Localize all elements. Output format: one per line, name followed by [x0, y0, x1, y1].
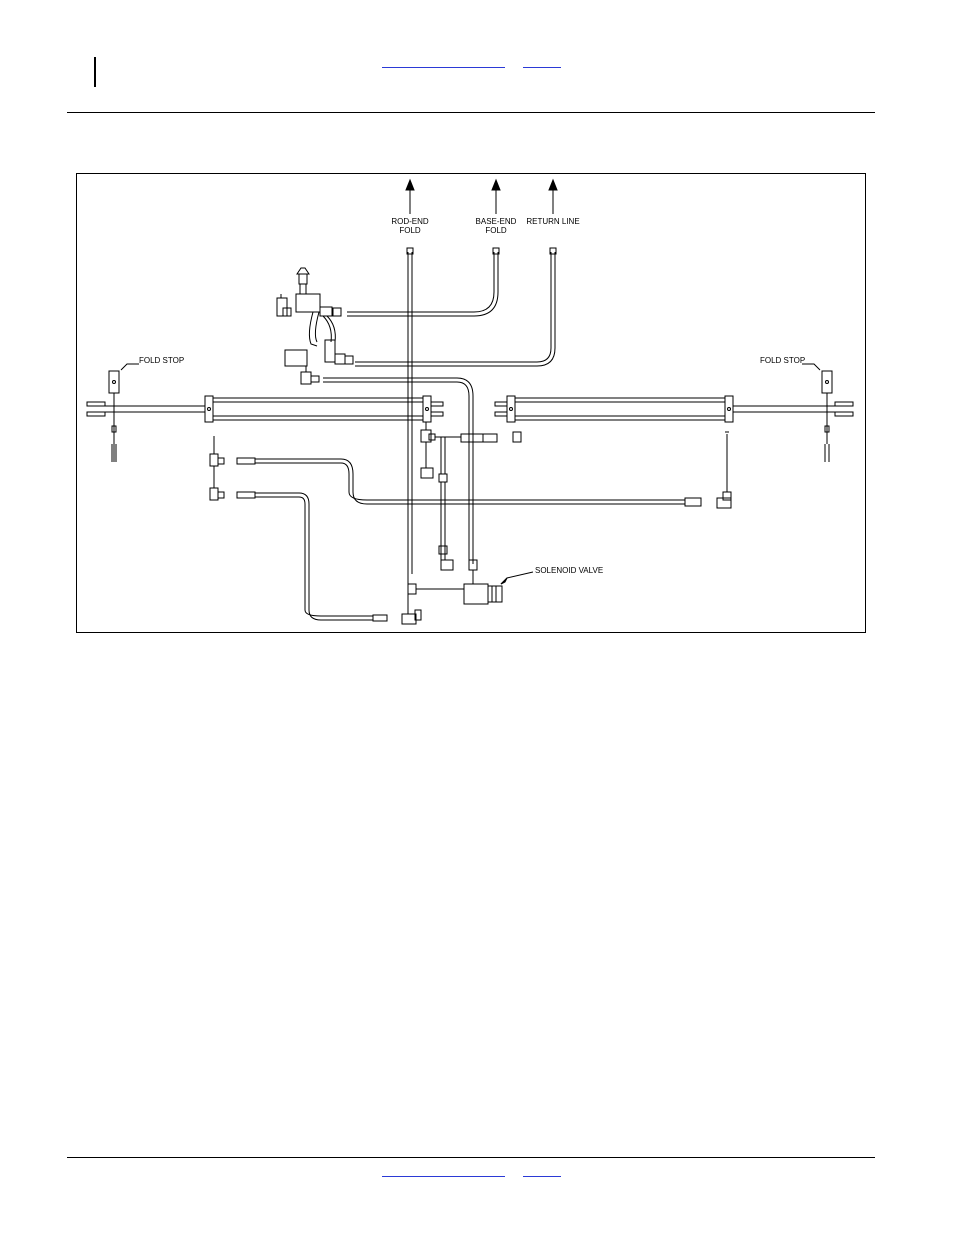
footer-links	[0, 1167, 954, 1183]
arrow-base-end	[492, 180, 500, 214]
center-tee-fittings	[421, 422, 521, 482]
label-base-end-line2: FOLD	[485, 226, 507, 235]
hose-base-end	[347, 248, 499, 316]
label-base-end-line1: BASE-END	[476, 217, 517, 226]
header-rule	[67, 112, 875, 113]
label-rod-end-line1: ROD-END	[391, 217, 429, 226]
footer-link-2[interactable]	[523, 1167, 561, 1177]
label-return-line: RETURN LINE	[526, 217, 579, 226]
elbow-bottom	[402, 574, 421, 624]
left-cylinder-fittings	[210, 436, 255, 500]
hydraulic-diagram-frame: ROD-END FOLD BASE-END FOLD RETURN LINE	[76, 173, 866, 633]
right-cylinder-fittings	[685, 432, 731, 508]
header-link-2[interactable]	[523, 58, 561, 68]
solenoid-valve	[408, 570, 533, 614]
hydraulic-diagram: ROD-END FOLD BASE-END FOLD RETURN LINE	[77, 174, 867, 634]
arrow-return-line	[549, 180, 557, 214]
hose-valve-to-center	[323, 378, 473, 564]
selector-valve-assembly	[277, 268, 353, 384]
hose-return-line	[355, 248, 556, 366]
arrow-rod-end	[406, 180, 414, 214]
label-rod-end-line2: FOLD	[399, 226, 421, 235]
label-fold-stop-right: FOLD STOP	[760, 356, 805, 365]
footer-rule	[67, 1157, 875, 1158]
hose-left-lower	[255, 493, 387, 621]
label-fold-stop-left: FOLD STOP	[139, 356, 184, 365]
header-link-1[interactable]	[382, 58, 505, 68]
fold-cylinder-left	[87, 396, 443, 422]
header-links	[0, 58, 954, 74]
hose-left-upper	[255, 459, 685, 504]
label-solenoid-valve: SOLENOID VALVE	[535, 566, 603, 575]
fold-cylinder-right	[495, 396, 853, 422]
footer-link-1[interactable]	[382, 1167, 505, 1177]
hose-center-vertical	[439, 482, 477, 570]
hose-rod-end	[407, 248, 413, 574]
